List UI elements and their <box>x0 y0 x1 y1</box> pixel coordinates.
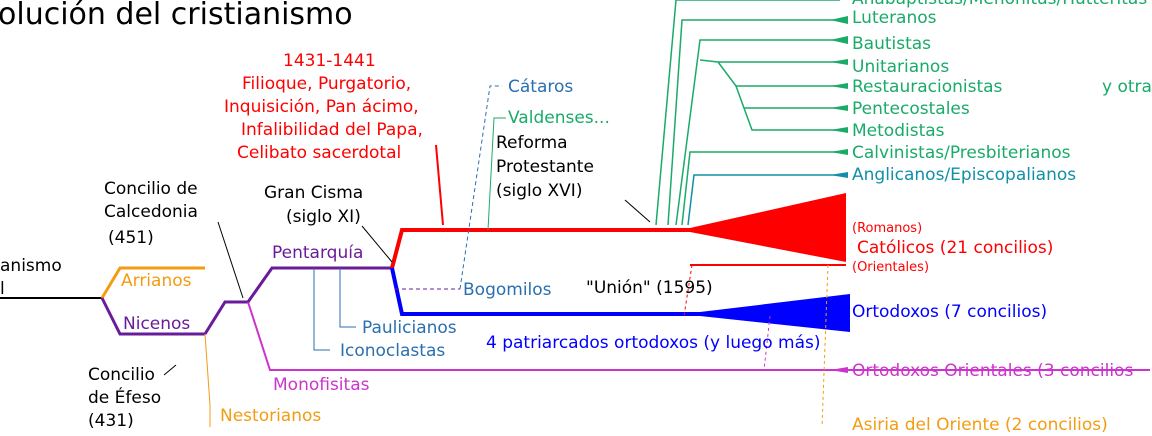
florence-label-3: Inquisición, Pan ácimo, <box>224 97 419 117</box>
restauracionistas-wedge <box>830 83 848 89</box>
anabaptistas-line <box>655 0 840 226</box>
metodistas-wedge <box>830 127 848 133</box>
arrianos-branch <box>100 266 205 299</box>
calvinistas-label: Calvinistas/Presbiterianos <box>852 143 1071 163</box>
concilio-efeso-label-2: de Éfeso <box>88 388 162 408</box>
nicenos-to-calcedonia <box>203 300 248 335</box>
nestorianos-label: Nestorianos <box>220 406 322 426</box>
metodistas-label: Metodistas <box>852 121 945 141</box>
gran-cisma-label-2: (siglo XI) <box>286 207 361 227</box>
patriarcados-label: 4 patriarcados ortodoxos (y luego más) <box>486 333 821 353</box>
iconoclastas-branch <box>313 268 330 351</box>
luteranos-line <box>667 19 840 226</box>
florence-pointer <box>435 144 444 226</box>
orthodox-wedge <box>700 294 850 332</box>
anglicanos-wedge <box>830 172 848 178</box>
gran-cisma-label-1: Gran Cisma <box>264 183 364 203</box>
unitarianos-label: Unitarianos <box>852 57 950 77</box>
bautistas-label: Bautistas <box>852 34 932 54</box>
union-dash-1 <box>683 264 693 317</box>
diagram-title: olución del cristianismo <box>0 0 353 32</box>
pentarquia-branch <box>246 266 392 303</box>
cataros-dash <box>459 85 502 290</box>
restauracionistas-label: Restauracionistas <box>852 77 1003 97</box>
ortodoxos-label: Ortodoxos (7 concilios) <box>852 302 1048 322</box>
asiria-label: Asiria del Oriente (2 concilios) <box>852 415 1108 435</box>
catolicos-label: Católicos (21 concilios) <box>857 238 1054 258</box>
reforma-label-3: (siglo XVI) <box>496 181 583 201</box>
florence-label-4: Infalibilidad del Papa, <box>241 120 423 140</box>
catholic-wedge <box>690 193 846 262</box>
florence-label-1: 1431-1441 <box>283 51 376 71</box>
anglicanos-line <box>687 174 840 226</box>
nestorianos-branch <box>204 333 211 427</box>
metodistas-line <box>743 107 840 131</box>
monofisitas-label: Monofisitas <box>273 375 370 395</box>
iconoclastas-label: Iconoclastas <box>340 341 446 361</box>
union-label: "Unión" (1595) <box>586 278 713 298</box>
reforma-label-2: Protestante <box>496 157 594 177</box>
monofisitas-branch <box>247 301 1150 371</box>
ortodoxos-orientales-wedge <box>830 367 848 373</box>
unitarianos-line <box>699 59 840 63</box>
efeso-pointer <box>163 364 177 376</box>
arrianos-label: Arrianos <box>121 271 192 291</box>
bautistas-line <box>675 39 840 226</box>
luteranos-wedge <box>830 16 848 24</box>
pentecostales-line <box>735 85 840 109</box>
romanos-label: (Romanos) <box>852 221 923 236</box>
unitarianos-wedge <box>830 59 848 65</box>
gran-cisma-pointer <box>361 225 393 263</box>
ortodoxos-orientales-label: Ortodoxos Orientales (3 concilios <box>852 361 1134 381</box>
valdenses-label: Valdenses... <box>508 108 610 128</box>
early-church-label: anismo <box>0 256 62 276</box>
early-church-label-2: l <box>0 279 5 299</box>
union-dash-3 <box>821 264 829 427</box>
orthodox-line <box>390 267 700 316</box>
reforma-label-1: Reforma <box>496 133 568 153</box>
anglicanos-label: Anglicanos/Episcopalianos <box>852 165 1077 185</box>
concilio-calcedonia-label-2: Calcedonia <box>104 202 198 222</box>
valdenses-line <box>487 117 506 231</box>
florence-label-5: Celibato sacerdotal <box>237 143 402 163</box>
paulicianos-branch <box>339 268 356 328</box>
y-otras-label: y otra <box>1102 77 1152 97</box>
reforma-pointer <box>624 199 651 223</box>
catholic-line <box>390 228 690 269</box>
pentarquia-label: Pentarquía <box>272 243 364 263</box>
concilio-calcedonia-label-1: Concilio de <box>104 179 198 199</box>
calvinistas-line <box>681 151 840 226</box>
bautistas-wedge <box>830 36 848 44</box>
pentecostales-wedge <box>830 105 848 111</box>
nicenos-label: Nicenos <box>123 314 191 334</box>
anabaptistas-label: Anabaptistas/Menonitas/Hutteritas <box>852 0 1147 10</box>
concilio-calcedonia-label-3: (451) <box>108 228 154 248</box>
florence-label-2: Filioque, Purgatorio, <box>242 74 412 94</box>
calvinistas-wedge <box>830 149 848 155</box>
concilio-efeso-label-1: Concilio <box>88 365 155 385</box>
bogomilos-label: Bogomilos <box>463 280 552 300</box>
concilio-efeso-label-3: (431) <box>88 411 134 431</box>
christianity-evolution-diagram <box>0 0 1150 427</box>
restauracionistas-line <box>717 61 840 87</box>
pentecostales-label: Pentecostales <box>852 99 970 119</box>
paulicianos-label: Paulicianos <box>362 318 457 338</box>
calcedonia-pointer <box>217 221 244 299</box>
luteranos-label: Luteranos <box>852 8 937 28</box>
nicenos-branch <box>100 297 205 336</box>
cataros-label: Cátaros <box>508 77 574 97</box>
orientales-label: (Orientales) <box>852 260 930 275</box>
